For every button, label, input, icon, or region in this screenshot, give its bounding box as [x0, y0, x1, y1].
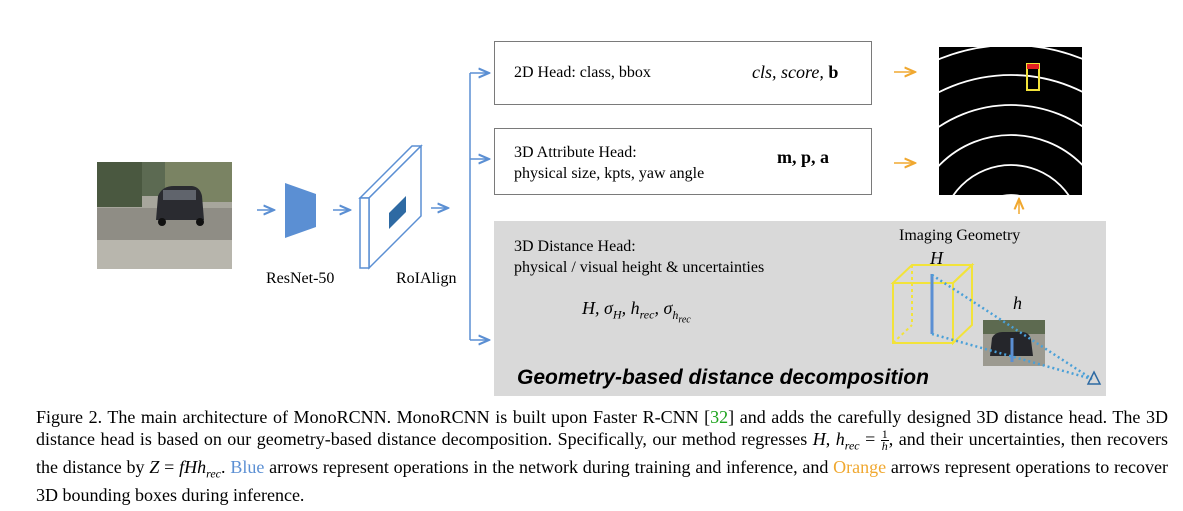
head-3d-attr-box: [494, 128, 872, 195]
imaging-geometry-label: Imaging Geometry: [899, 227, 1021, 244]
decomposition-label: Geometry-based distance decomposition: [517, 366, 929, 389]
head-2d-title: 2D Head: class, bbox: [514, 64, 651, 81]
distance-head-panel: [494, 221, 1106, 396]
head-3d-dist-output: H, σH, hrec, σhrec: [582, 298, 691, 325]
blue-word: Blue: [230, 456, 265, 477]
head-3d-dist-title: 3D Distance Head:: [514, 238, 636, 255]
head-2d-box: [494, 41, 872, 105]
car-shape: [156, 186, 204, 226]
camera-triangle: [1086, 370, 1102, 385]
roialign-block: [358, 144, 423, 270]
input-image: [97, 162, 232, 269]
head-3d-attr-output: m, p, a: [777, 147, 830, 167]
head-3d-dist-subtitle: physical / visual height & uncertainties: [514, 259, 765, 276]
head-3d-attr-subtitle: physical size, kpts, yaw angle: [514, 165, 705, 182]
resnet-block: [285, 183, 316, 238]
head-3d-attr-title: 3D Attribute Head:: [514, 144, 637, 161]
figure-caption: Figure 2. The main architecture of MonoR…: [36, 407, 1169, 505]
birds-eye-view: [939, 47, 1082, 195]
H-label: H: [930, 248, 943, 268]
head-2d-output: cls, score, b: [752, 62, 839, 82]
orange-word: Orange: [833, 456, 887, 477]
architecture-diagram: [97, 41, 1106, 396]
resnet-label: ResNet-50: [266, 270, 335, 287]
branch-arrows: [469, 73, 489, 340]
citation-link[interactable]: 32: [710, 407, 729, 427]
roialign-label: RoIAlign: [396, 270, 457, 287]
imaging-geometry-illustration: [890, 262, 1102, 385]
h-label: h: [1013, 293, 1022, 313]
